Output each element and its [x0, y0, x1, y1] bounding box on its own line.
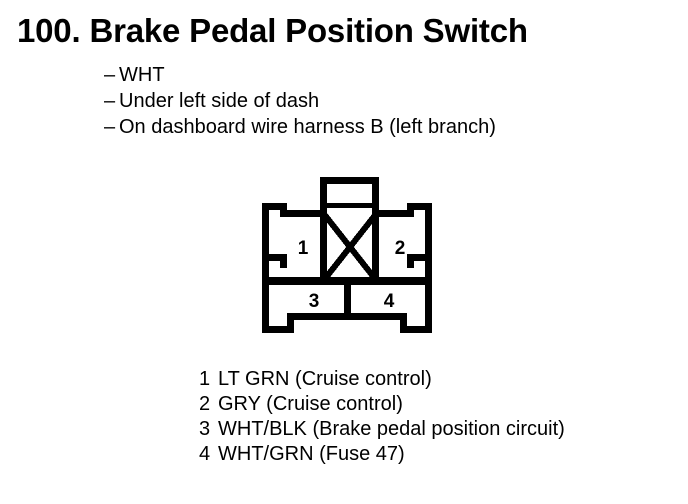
legend-pin-number: 4 — [199, 443, 211, 465]
pin-legend: 1 LT GRN (Cruise control) 2 GRY (Cruise … — [199, 367, 565, 467]
list-item: 3 WHT/BLK (Brake pedal position circuit) — [199, 417, 565, 442]
legend-pin-number: 1 — [199, 368, 211, 390]
legend-pin-description: WHT/GRN (Fuse 47) — [218, 443, 405, 465]
legend-pin-number: 2 — [199, 393, 211, 415]
pin-number-3: 3 — [309, 291, 320, 312]
page-title: 100.Brake Pedal Position Switch — [17, 14, 528, 47]
legend-pin-number: 3 — [199, 418, 211, 440]
legend-pin-description: WHT/BLK (Brake pedal position circuit) — [218, 418, 565, 440]
list-item: – On dashboard wire harness B (left bran… — [104, 114, 496, 140]
page-title-text: Brake Pedal Position Switch — [89, 12, 528, 49]
page-title-number: 100. — [17, 12, 81, 49]
pin-number-2: 2 — [395, 238, 406, 259]
pin-number-4: 4 — [384, 291, 395, 312]
list-item: – WHT — [104, 62, 496, 88]
list-item-label: On dashboard wire harness B (left branch… — [119, 116, 496, 138]
dash-icon: – — [104, 64, 116, 86]
list-item: 1 LT GRN (Cruise control) — [199, 367, 565, 392]
legend-pin-description: LT GRN (Cruise control) — [218, 368, 432, 390]
connector-lower-body — [262, 277, 432, 333]
list-item: – Under left side of dash — [104, 88, 496, 114]
dash-icon: – — [104, 90, 116, 112]
description-list: – WHT – Under left side of dash – On das… — [104, 62, 496, 140]
list-item-label: WHT — [119, 64, 165, 86]
connector-left-flange — [262, 203, 322, 286]
connector-blocked-cavity-icon — [320, 208, 379, 284]
list-item-label: Under left side of dash — [119, 90, 320, 112]
connector-svg: 1 2 3 4 — [262, 177, 432, 333]
connector-right-flange — [377, 203, 432, 286]
list-item: 2 GRY (Cruise control) — [199, 392, 565, 417]
list-item: 4 WHT/GRN (Fuse 47) — [199, 442, 565, 467]
dash-icon: – — [104, 116, 116, 138]
connector-diagram: 1 2 3 4 — [256, 172, 438, 340]
connector-top-tab — [320, 177, 379, 210]
legend-pin-description: GRY (Cruise control) — [218, 393, 403, 415]
pin-number-1: 1 — [298, 238, 309, 259]
